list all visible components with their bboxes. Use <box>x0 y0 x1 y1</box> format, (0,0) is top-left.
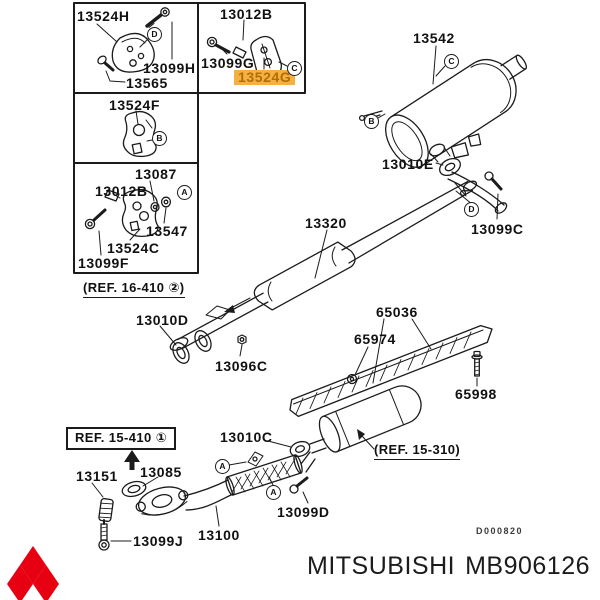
part-label-13100: 13100 <box>198 527 240 543</box>
part-label-13151: 13151 <box>76 468 118 484</box>
ref-note-16-410: (REF. 16-410 ②) <box>83 281 185 298</box>
part-label-65998: 65998 <box>455 386 497 402</box>
marker-d-tailpipe: D <box>464 202 479 217</box>
part-label-13099c: 13099C <box>471 221 524 237</box>
part-label-13012b-upper: 13012B <box>220 6 273 22</box>
marker-b-box3: B <box>152 131 167 146</box>
marker-a-frontpipe-2: A <box>266 485 281 500</box>
part-label-13099d: 13099D <box>277 504 330 520</box>
marker-b-muffler: B <box>364 114 379 129</box>
part-label-65036: 65036 <box>376 304 418 320</box>
hanger-13524h-drawing <box>96 7 173 83</box>
hanger-13524f-drawing <box>122 110 157 158</box>
converter-drawing <box>267 385 422 458</box>
marker-a-frontpipe-1: A <box>215 459 230 474</box>
gaskets-13010d-drawing <box>159 297 251 364</box>
part-label-13012b-lower: 13012B <box>95 183 148 199</box>
inset-boxes <box>73 2 306 274</box>
part-label-65974: 65974 <box>354 331 396 347</box>
part-label-13099g: 13099G <box>201 55 255 71</box>
marker-c-box2: C <box>287 61 302 76</box>
marker-a-box4: A <box>177 185 192 200</box>
part-label-13524h: 13524H <box>77 8 130 24</box>
part-label-13096c: 13096C <box>215 358 268 374</box>
marker-c-muffler: C <box>444 54 459 69</box>
mitsubishi-logo <box>7 546 59 600</box>
part-label-13099h: 13099H <box>143 60 196 76</box>
tailpipe-drawing <box>447 171 508 220</box>
part-label-13010c: 13010C <box>220 429 273 445</box>
part-label-13085: 13085 <box>140 464 182 480</box>
part-number-text: MB906126 <box>465 552 591 580</box>
part-label-13010d: 13010D <box>136 312 189 328</box>
hanger-13524c-drawing <box>84 180 172 256</box>
ref-15-410-arrow <box>124 450 140 470</box>
marker-d-box1: D <box>147 27 162 42</box>
part-label-13524g-highlighted[interactable]: 13524G <box>234 70 296 85</box>
heat-shield-65036-drawing <box>289 318 493 418</box>
front-pipe-13100-drawing <box>91 451 316 551</box>
part-label-13099f: 13099F <box>78 255 130 271</box>
part-label-13087: 13087 <box>135 166 177 182</box>
part-label-13542: 13542 <box>413 30 455 46</box>
footer-brand-and-part-number: MITSUBISHI MB906126 <box>307 552 590 581</box>
part-label-13524f: 13524F <box>109 97 161 113</box>
part-label-13565: 13565 <box>126 75 168 91</box>
brand-text: MITSUBISHI <box>307 552 456 580</box>
part-label-13547: 13547 <box>146 223 188 239</box>
ref-note-15-310: (REF. 15-310) <box>374 443 461 460</box>
diagram-code: D000820 <box>476 526 524 536</box>
part-label-13099j: 13099J <box>133 533 184 549</box>
part-label-13524c: 13524C <box>107 240 160 256</box>
muffler-13542-drawing <box>358 45 528 177</box>
part-label-13010e: 13010E <box>382 156 434 172</box>
ref-note-15-410: REF. 15-410 ① <box>66 427 177 450</box>
part-label-13320: 13320 <box>305 215 347 231</box>
center-pipe-13320-drawing <box>169 180 478 351</box>
